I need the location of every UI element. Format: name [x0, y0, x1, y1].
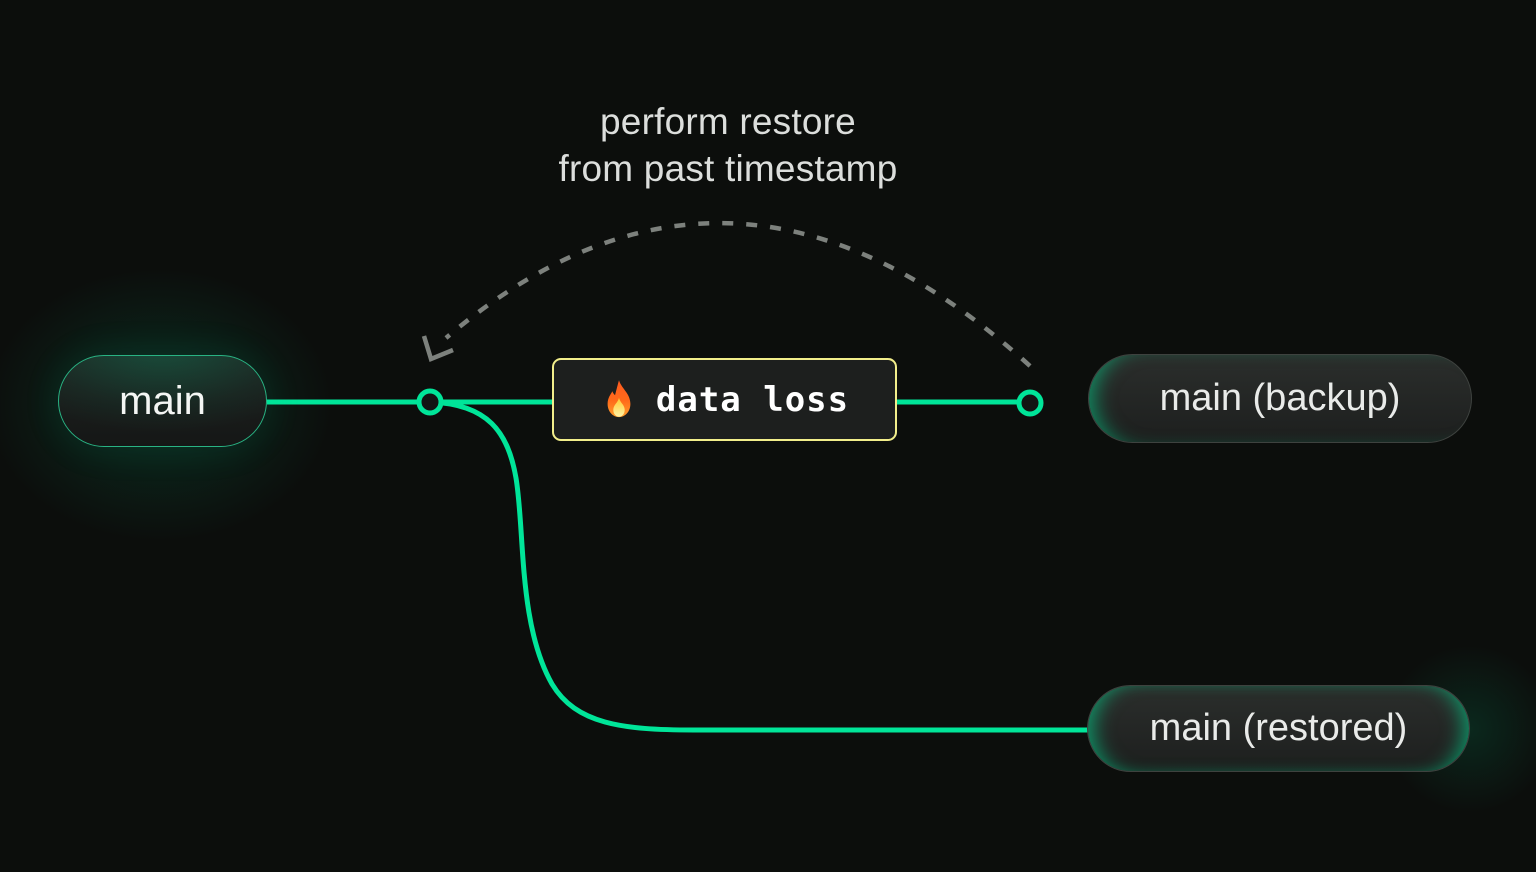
branch-point-left — [416, 388, 444, 416]
caption-line-1: perform restore — [600, 101, 856, 142]
fire-icon — [607, 379, 631, 417]
node-main-backup: main (backup) — [1088, 354, 1472, 443]
caption-line-2: from past timestamp — [558, 148, 898, 189]
data-loss-label: data loss — [655, 379, 850, 420]
arrow-head-icon — [421, 335, 454, 363]
branch-point-right — [1016, 389, 1044, 417]
node-main-label: main — [119, 378, 206, 423]
data-loss-box: data loss — [552, 358, 897, 441]
restore-arc — [444, 220, 1032, 368]
branch-curve-restored — [427, 399, 1093, 733]
node-main: main — [58, 355, 267, 447]
node-backup-label: main (backup) — [1159, 377, 1401, 419]
node-restored-label: main (restored) — [1149, 707, 1408, 749]
caption: perform restore from past timestamp — [428, 98, 1028, 192]
node-main-restored: main (restored) — [1087, 685, 1470, 772]
